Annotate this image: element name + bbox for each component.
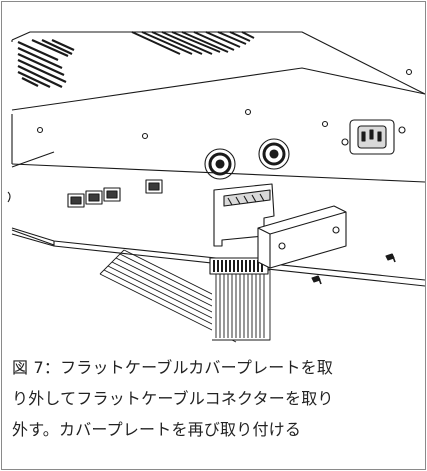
flat-ribbon-cable: [99, 249, 271, 343]
device-rear-panel: [11, 67, 425, 208]
vent-grille-left: [17, 38, 75, 88]
vent-grille-right: [131, 31, 255, 55]
figure-caption: 図 7：フラットケーブルカバープレートを取 り外してフラットケーブルコネクターを…: [12, 352, 417, 445]
cable-cover-plate: [257, 205, 347, 269]
power-inlet: [341, 119, 406, 155]
device-chassis-bottom: [11, 227, 425, 287]
screw-icon: [244, 108, 252, 116]
left-edge-hook: [7, 191, 11, 203]
device-top-panel: [11, 31, 425, 95]
screw-icon: [321, 120, 329, 128]
network-ports: [67, 179, 163, 208]
flat-cable-connector: [209, 257, 269, 275]
screw-hole-icon: [332, 226, 340, 234]
caption-line: り外してフラットケーブルコネクターを取り: [12, 389, 334, 408]
caption-line: 図 7：フラットケーブルカバープレートを取: [12, 358, 334, 377]
screw-icon: [405, 68, 413, 76]
screw-icon: [141, 132, 149, 140]
screw-hole-icon: [278, 242, 286, 250]
speaker-connectors: [204, 138, 290, 180]
loose-screws: [311, 253, 396, 285]
screw-icon: [36, 126, 44, 134]
caption-line: 外す。カバープレートを再び取り付ける: [12, 420, 302, 439]
device-illustration: [7, 31, 425, 343]
